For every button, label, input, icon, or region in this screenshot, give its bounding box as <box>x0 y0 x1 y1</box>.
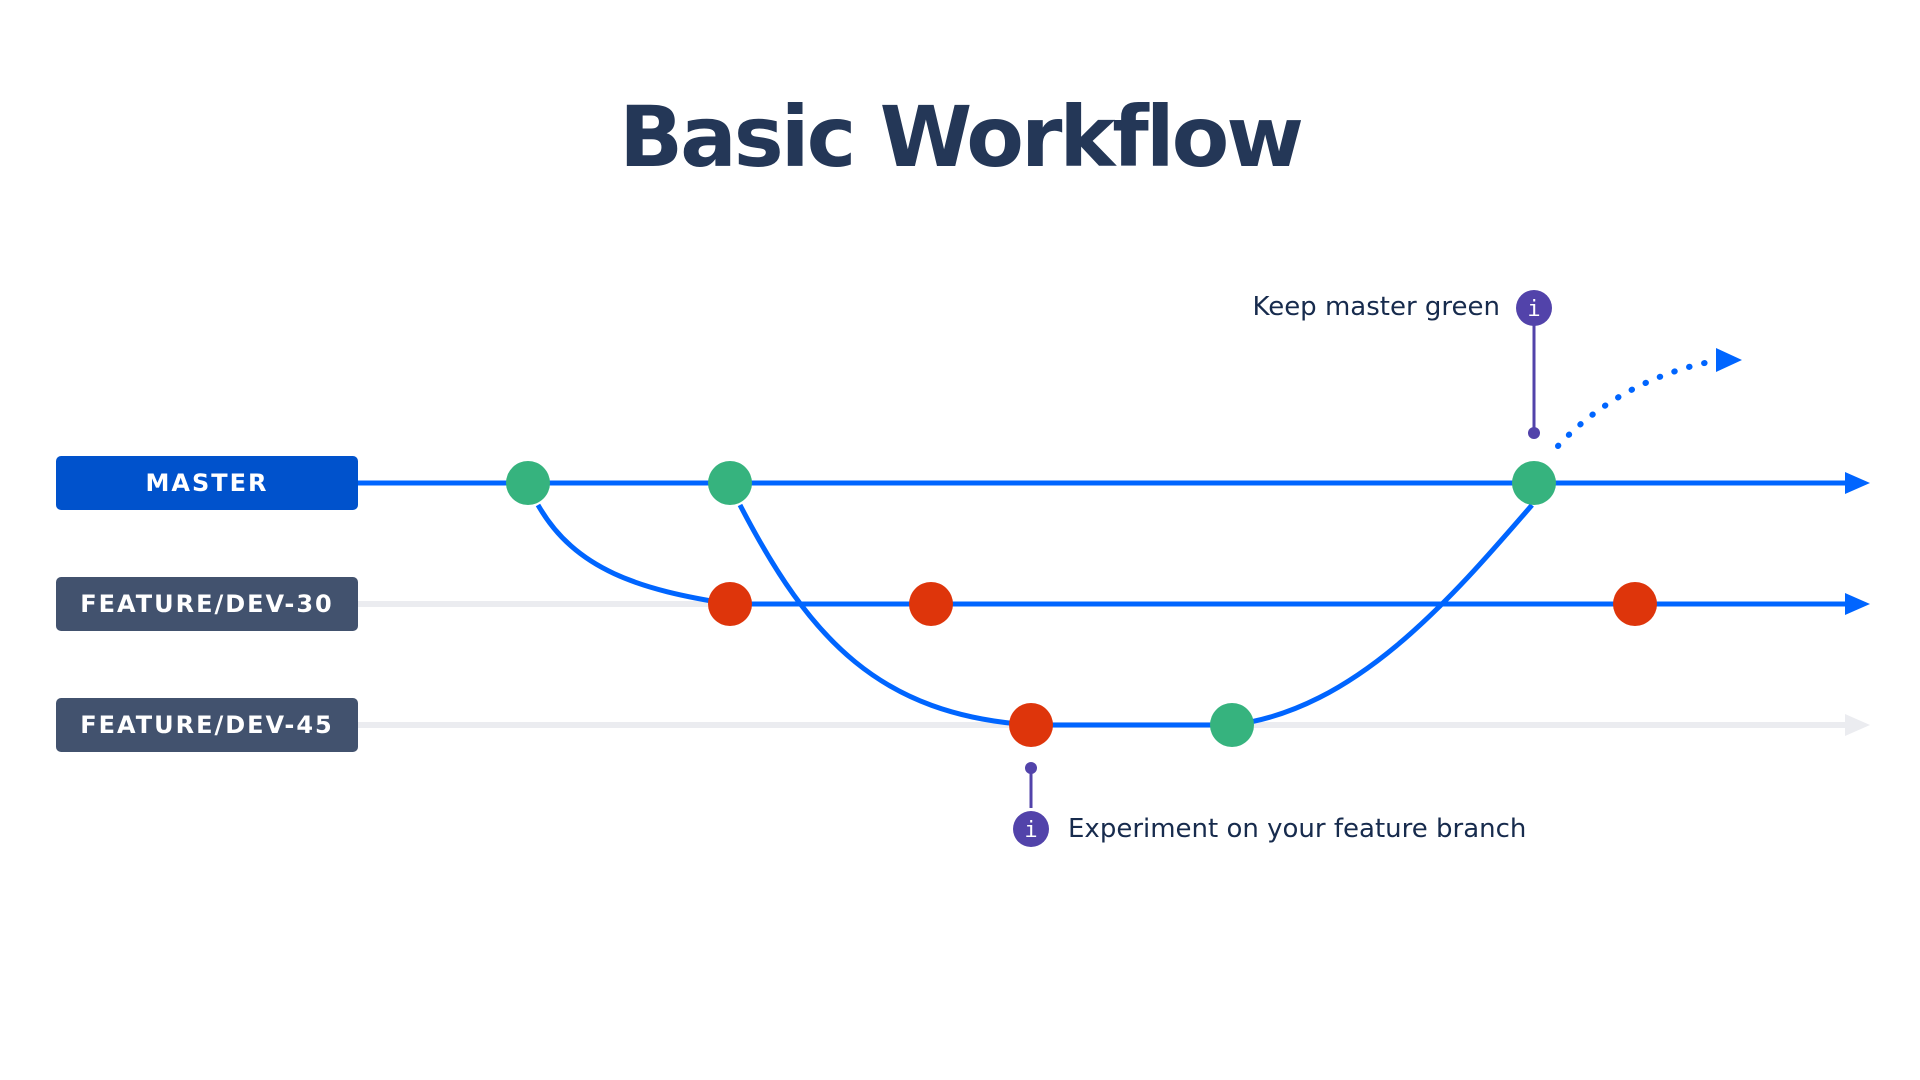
deploy-dotted-path <box>1555 357 1723 449</box>
commit-node <box>1613 582 1657 626</box>
commit-node <box>1009 703 1053 747</box>
master-arrowhead <box>1845 472 1870 494</box>
merge-curve-dev45 <box>1231 503 1534 728</box>
deploy-arrowhead <box>1716 348 1742 372</box>
dev30-arrowhead <box>1845 593 1870 615</box>
annotation-dot-bottom <box>1025 762 1037 774</box>
commit-node <box>909 582 953 626</box>
commit-node <box>708 582 752 626</box>
info-icon <box>1013 811 1049 847</box>
annotation-keep-master-green: Keep master green <box>1252 292 1500 322</box>
info-icon-glyph: i <box>1527 297 1540 322</box>
branch-curve-dev45 <box>737 503 1032 728</box>
branch-label-feature-dev-45: FEATURE/DEV-45 <box>56 698 358 752</box>
branch-label-feature-dev-30: FEATURE/DEV-30 <box>56 577 358 631</box>
diagram-title: Basic Workflow <box>619 88 1304 186</box>
branch-label-master: MASTER <box>56 456 358 510</box>
commit-node <box>1210 703 1254 747</box>
commit-node <box>708 461 752 505</box>
info-icon-glyph: i <box>1024 818 1037 843</box>
annotation-experiment: Experiment on your feature branch <box>1068 814 1527 844</box>
commit-node <box>506 461 550 505</box>
branch-curve-dev30 <box>535 503 731 607</box>
info-icon <box>1516 290 1552 326</box>
dev45-arrowhead <box>1845 714 1870 736</box>
annotation-dot-top <box>1528 427 1540 439</box>
commit-node <box>1512 461 1556 505</box>
